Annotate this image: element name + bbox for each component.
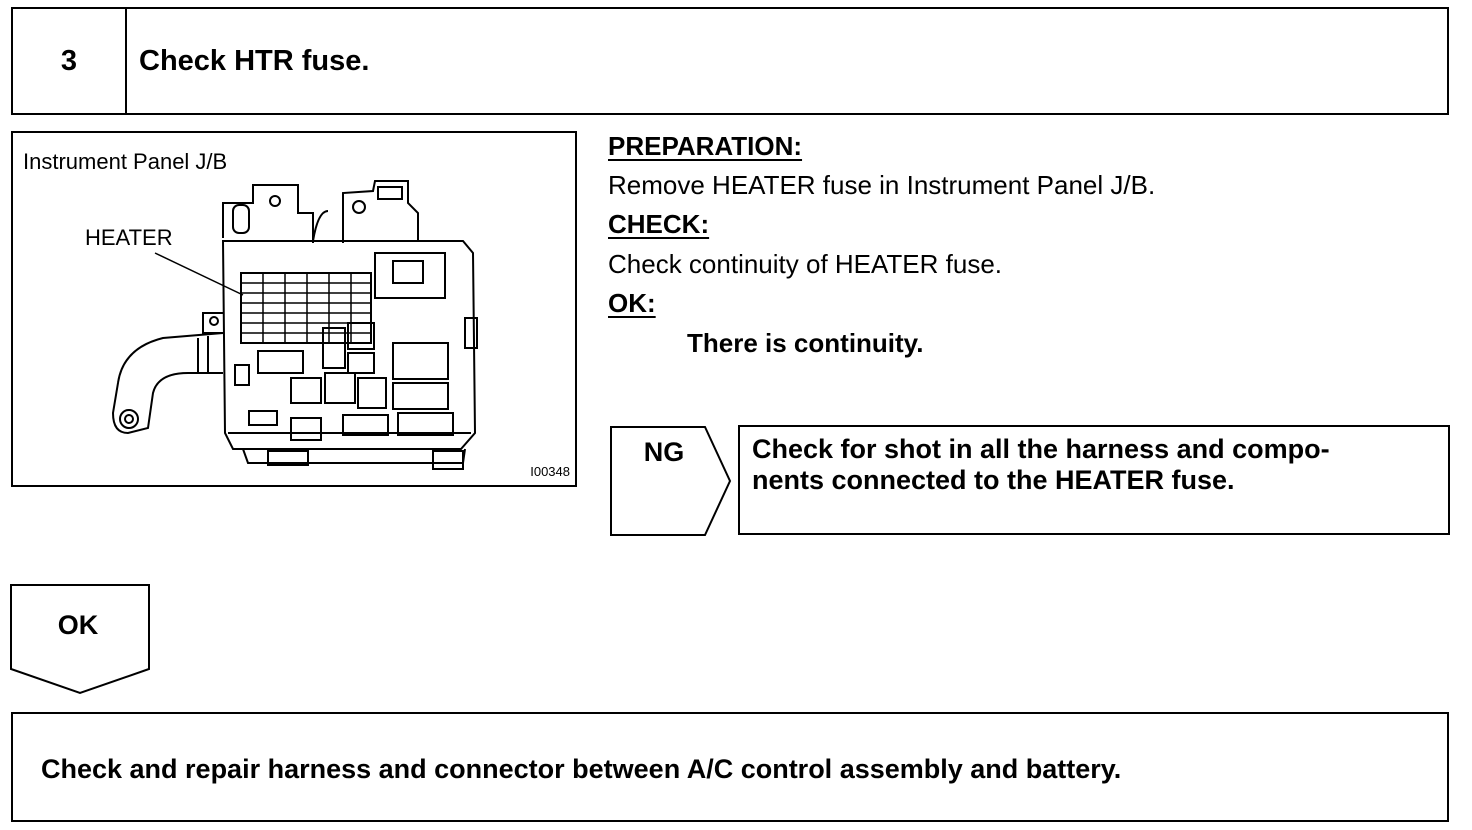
figure-caption: Instrument Panel J/B xyxy=(23,149,228,174)
header-divider xyxy=(125,9,127,113)
step-header: 3 Check HTR fuse. xyxy=(11,7,1449,115)
ng-action-box xyxy=(738,425,1450,535)
check-heading: CHECK: xyxy=(608,209,710,239)
ok-heading: OK: xyxy=(608,288,656,318)
preparation-heading: PREPARATION: xyxy=(608,131,803,161)
step-title: Check HTR fuse. xyxy=(139,45,370,77)
fuse-box-figure: Instrument Panel J/B HEATER I00348 xyxy=(11,131,577,487)
ok-result-text: There is continuity. xyxy=(687,328,924,358)
check-text: Check continuity of HEATER fuse. xyxy=(608,249,1003,279)
heater-callout-label: HEATER xyxy=(85,225,173,250)
ng-action-line-1: Check for shot in all the harness and co… xyxy=(752,434,1330,464)
ok-arrow-tab xyxy=(10,584,150,695)
ok-action-text: Check and repair harness and connector b… xyxy=(41,754,1122,784)
step-number: 3 xyxy=(60,45,78,77)
fuse-box-drawing-icon xyxy=(111,180,478,470)
ok-label: OK xyxy=(57,610,99,640)
figure-code: I00348 xyxy=(530,464,570,479)
ng-action-line-2: nents connected to the HEATER fuse. xyxy=(752,465,1235,495)
ng-action-text: Check for shot in all the harness and co… xyxy=(752,434,1438,496)
preparation-text: Remove HEATER fuse in Instrument Panel J… xyxy=(608,170,1156,200)
ng-label: NG xyxy=(643,437,685,467)
ok-action-box xyxy=(11,712,1449,822)
ng-arrow-tab xyxy=(610,426,732,536)
